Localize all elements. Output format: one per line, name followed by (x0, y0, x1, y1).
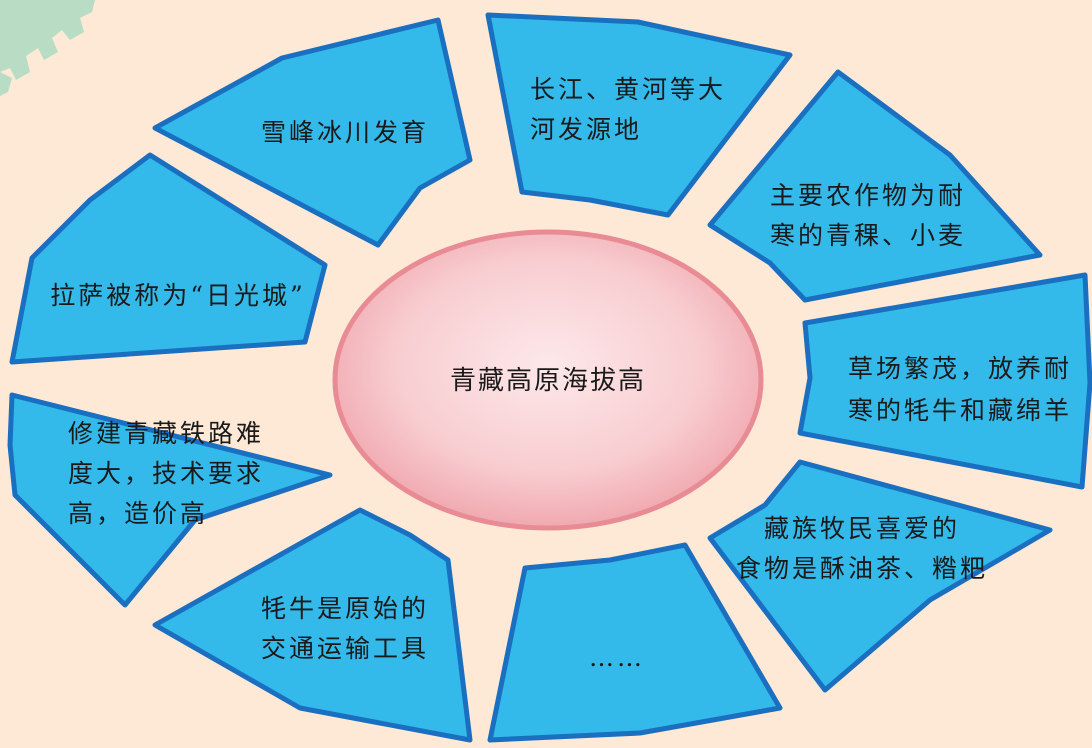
segment-8: 拉萨被称为“日光城” (9, 152, 328, 365)
segment-label-line: 修建青藏铁路难 (68, 419, 264, 448)
segment-shape (152, 507, 473, 743)
segment-label-line: 草场繁茂，放养耐 (848, 354, 1072, 383)
segment-label-line: 高，造价高 (68, 499, 208, 528)
segment-label-line: 食物是酥油茶、糌粑 (736, 554, 988, 583)
segment-shape (487, 542, 783, 743)
segment-label-line: 河发源地 (530, 115, 642, 144)
segment-label-line: 寒的牦牛和藏绵羊 (848, 396, 1072, 425)
segment-label-line: 拉萨被称为“日光城” (50, 281, 306, 310)
segment-5: …… (487, 542, 783, 743)
segment-label-line: …… (589, 643, 645, 672)
segment-shape (9, 152, 328, 365)
segment-shape (707, 69, 1043, 303)
center-ellipse (332, 229, 764, 531)
segment-ring: 长江、黄河等大河发源地主要农作物为耐寒的青稞、小麦草场繁茂，放养耐寒的牦牛和藏绵… (7, 12, 1092, 743)
segment-label-line: 度大，技术要求 (68, 459, 264, 488)
segment-9: 雪峰冰川发育 (152, 17, 473, 248)
segment-shape (7, 392, 333, 608)
segment-label-line: 长江、黄河等大 (530, 75, 726, 104)
segment-label-line: 藏族牧民喜爱的 (764, 514, 960, 543)
segment-shape (797, 272, 1092, 490)
center-node: 青藏高原海拔高 (332, 229, 764, 531)
segment-shape (707, 459, 1053, 693)
segment-shape (152, 17, 473, 248)
segment-shape (485, 12, 793, 218)
center-label: 青藏高原海拔高 (450, 366, 646, 396)
segment-label-line: 主要农作物为耐 (770, 181, 966, 210)
segment-label-line: 雪峰冰川发育 (261, 118, 429, 147)
segment-label-line: 寒的青稞、小麦 (770, 221, 966, 250)
segment-label-line: 交通运输工具 (261, 634, 429, 663)
gear-icon (0, 0, 95, 96)
segment-label-line: 牦牛是原始的 (261, 594, 429, 623)
